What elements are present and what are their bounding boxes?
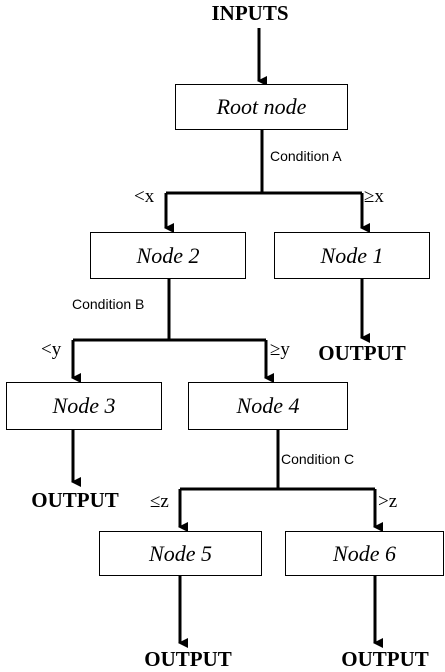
branch-lt-x-label: <x bbox=[134, 186, 155, 207]
node-3: Node 3 bbox=[6, 382, 162, 430]
condition-a-label: Condition A bbox=[270, 148, 342, 164]
node1-output-label: OUTPUT bbox=[318, 341, 406, 365]
condition-c-label: Condition C bbox=[281, 451, 355, 467]
node3-output-label: OUTPUT bbox=[31, 488, 119, 512]
branch-gt-z-label: >z bbox=[378, 491, 398, 512]
branch-ge-y-label: ≥y bbox=[270, 339, 290, 360]
node-5: Node 5 bbox=[99, 531, 262, 576]
inputs-label: INPUTS bbox=[211, 1, 289, 25]
node5-output-label: OUTPUT bbox=[144, 647, 232, 671]
node-2: Node 2 bbox=[90, 232, 246, 279]
condition-b-label: Condition B bbox=[72, 296, 145, 312]
branch-ge-x-label: ≥x bbox=[364, 186, 384, 207]
branch-le-z-label: ≤z bbox=[150, 491, 169, 512]
node-6: Node 6 bbox=[285, 531, 444, 576]
root-node: Root node bbox=[175, 84, 348, 130]
node-4: Node 4 bbox=[188, 382, 348, 430]
node6-output-label: OUTPUT bbox=[341, 647, 429, 671]
branch-lt-y-label: <y bbox=[41, 339, 62, 360]
node-1: Node 1 bbox=[274, 232, 430, 279]
